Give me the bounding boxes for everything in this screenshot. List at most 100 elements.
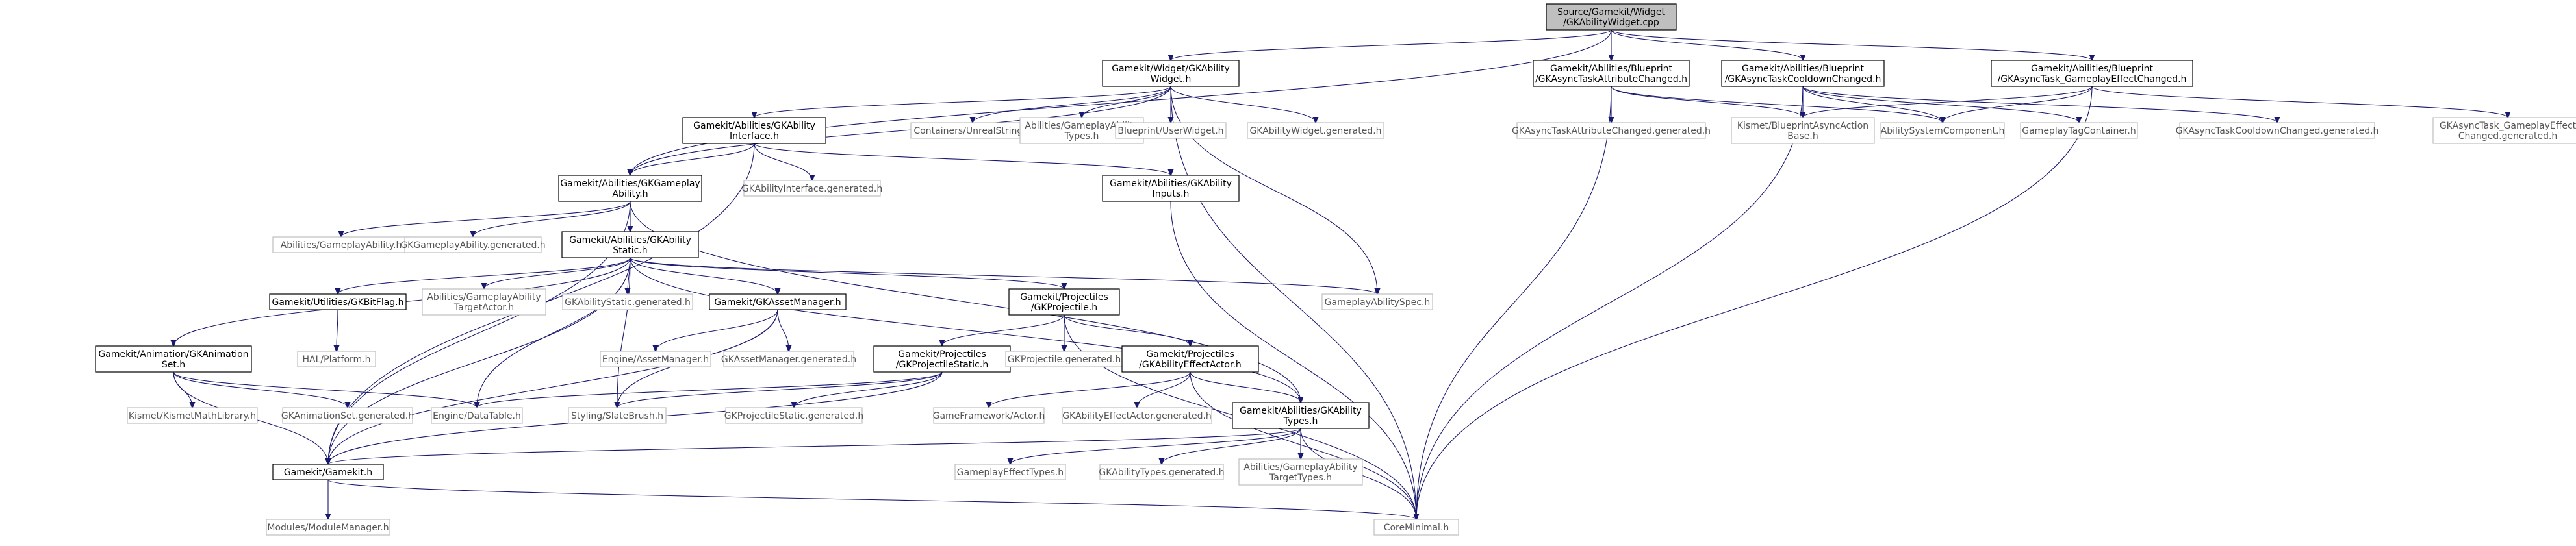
node-iface_h[interactable]: Gamekit/Abilities/GKAbilityInterface.h [682,117,826,144]
edge-inputs_h-to-coreminimal [1170,201,1416,519]
node-attrgen: GKAsyncTaskAttributeChanged.generated.h [1512,122,1711,139]
node-box [1121,345,1259,373]
node-label: Gamekit/Gamekit.h [284,467,372,478]
edge-gep_h-to-coreminimal [1416,86,2093,519]
node-static_h[interactable]: Gamekit/Abilities/GKAbilityStatic.h [561,231,699,258]
edge-ga_h-to-gagen [473,201,631,237]
node-gagen: GKGameplayAbility.generated.h [400,236,546,253]
node-box [568,407,667,424]
edge-iface_h-to-ifacegen [754,143,812,180]
node-effactor_h[interactable]: Gamekit/Projectiles/GKAbilityEffectActor… [1121,345,1259,373]
node-bitflag[interactable]: Gamekit/Utilities/GKBitFlag.h [269,293,407,310]
edge-types_h-to-getypes [1010,428,1301,464]
node-label: Inputs.h [1153,189,1190,199]
node-gep_h[interactable]: Gamekit/Abilities/Blueprint/GKAsyncTask_… [1991,60,2193,87]
node-label: GKAbilityEffectActor.generated.h [1062,411,1212,421]
node-box [2179,122,2375,139]
node-assetmgr_h[interactable]: Gamekit/GKAssetManager.h [709,293,847,310]
edge-widget_h-to-widgetgen [1170,86,1316,123]
node-box [2432,117,2576,144]
node-box [269,293,407,310]
edge-projstatic_h-to-slatebrush [617,371,943,408]
node-label: Gamekit/Projectiles [898,349,986,360]
edge-gamekit_h-to-coreminimal [327,479,1416,519]
node-assetgen: GKAssetManager.generated.h [721,351,856,367]
node-label: Gamekit/Abilities/Blueprint [1550,64,1672,74]
edge-anim_h-to-animgen [173,371,348,408]
edge-cool_h-to-coreminimal [1416,86,1804,519]
node-abga: Abilities/GameplayAbility.h [272,236,410,253]
edge-static_h-to-assetmgr_h [630,257,778,294]
edge-assetmgr_h-to-engassetmgr [656,309,778,351]
edge-static_h-to-gaspec [630,257,1377,294]
node-label: Abilities/GameplayAbility [427,292,541,303]
node-label: GKProjectile.generated.h [1008,354,1121,365]
node-projstatic_h[interactable]: Gamekit/Projectiles/GKProjectileStatic.h [873,345,1011,373]
edge-proj_h-to-projstatic_h [942,314,1065,346]
node-label: Gamekit/Abilities/Blueprint [2031,64,2153,74]
node-label: /GKProjectile.h [1031,303,1097,313]
edge-static_h-to-slatebrush [617,257,631,408]
node-box [1232,402,1370,429]
node-box [297,351,376,367]
node-ga_h[interactable]: Gamekit/Abilities/GKGameplayAbility.h [558,175,702,202]
node-asc: AbilitySystemComponent.h [1880,122,2005,139]
node-box [954,464,1066,480]
node-box [422,288,546,316]
node-box [2020,122,2138,139]
node-ifacegen: GKAbilityInterface.generated.h [742,180,882,197]
node-types_h[interactable]: Gamekit/Abilities/GKAbilityTypes.h [1232,402,1370,429]
node-label: GameplayEffectTypes.h [957,467,1064,478]
node-label: Gamekit/Utilities/GKBitFlag.h [272,297,403,308]
edge-types_h-to-gamekit_h [328,428,1301,464]
node-box [1546,3,1677,31]
node-label: Engine/DataTable.h [433,411,521,421]
node-datatable: Engine/DataTable.h [431,407,523,424]
node-label: Static.h [613,245,647,256]
node-box [266,519,390,536]
node-cool_h[interactable]: Gamekit/Abilities/Blueprint/GKAsyncTaskC… [1721,60,1885,87]
node-label: GKGameplayAbility.generated.h [400,240,545,251]
node-attr_h[interactable]: Gamekit/Abilities/Blueprint/GKAsyncTaskA… [1533,60,1690,87]
node-box [1062,407,1212,424]
node-label: Gamekit/Abilities/GKAbility [1110,179,1232,189]
node-label: Gamekit/Abilities/GKGameplay [560,179,700,189]
node-widget_h[interactable]: Gamekit/Widget/GKAbilityWidget.h [1102,60,1240,87]
node-getypes: GameplayEffectTypes.h [954,464,1066,480]
node-proj_h[interactable]: Gamekit/Projectiles/GKProjectile.h [1008,288,1120,316]
node-label: TargetTypes.h [1269,473,1332,483]
edge-root-to-cool_h [1611,29,1803,60]
edge-widget_h-to-unrealstr [973,86,1171,123]
edge-root-to-gep_h [1611,29,2092,60]
node-box [873,345,1011,373]
node-anim_h[interactable]: Gamekit/Animation/GKAnimationSet.h [95,345,252,373]
node-label: Gamekit/Projectiles [1020,292,1108,303]
node-gaspec: GameplayAbilitySpec.h [1321,293,1433,310]
node-label: Changed.generated.h [2458,131,2558,142]
node-label: /GKAsyncTaskAttributeChanged.h [1535,74,1687,84]
node-box [1247,122,1384,139]
node-gfactor: GameFramework/Actor.h [933,407,1045,424]
edge-types_h-to-typesgen [1162,428,1301,464]
node-label: GameplayTagContainer.h [2022,126,2136,136]
edge-effactor_h-to-gfactor [989,371,1191,408]
edge-cool_h-to-coolgen [1802,86,2277,123]
edge-effactor_h-to-effactorgen [1137,371,1191,408]
edge-attr_h-to-asyncbase [1611,86,1803,118]
node-label: GameplayAbilitySpec.h [1325,297,1431,308]
edge-gep_h-to-asyncbase [1803,86,2093,118]
node-box [1880,122,2005,139]
node-gamekit_h[interactable]: Gamekit/Gamekit.h [272,464,384,480]
node-coolgen: GKAsyncTaskCooldownChanged.generated.h [2176,122,2378,139]
node-box [558,175,702,202]
node-label: GKAbilityWidget.generated.h [1249,126,1381,136]
node-label: GKAssetManager.generated.h [721,354,856,365]
edge-static_h-to-datatable [477,257,631,408]
edge-static_h-to-types_h [630,257,1301,403]
node-root[interactable]: Source/Gamekit/Widget/GKAbilityWidget.cp… [1546,3,1677,31]
node-unrealstr: Containers/UnrealString.h [910,122,1035,139]
